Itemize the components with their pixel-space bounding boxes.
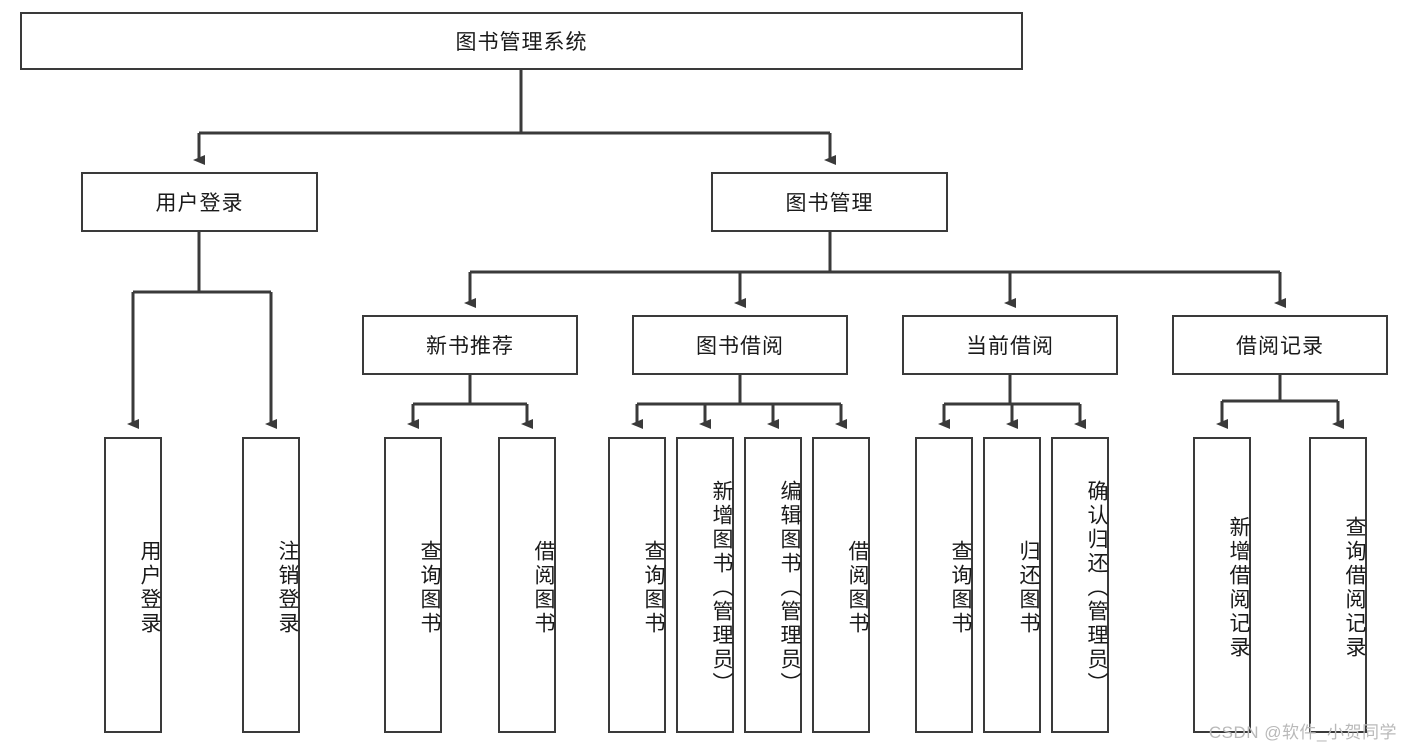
leaf-current-borrow-query-book[interactable]: 查询图书 xyxy=(915,437,973,733)
leaf-borrow-record-query-record[interactable]: 查询借阅记录 xyxy=(1309,437,1367,733)
node-label: 编辑图书（管理员） xyxy=(778,480,801,696)
csdn-watermark: CSDN @软件_小贺同学 xyxy=(1208,723,1397,742)
node-label: 注销登录 xyxy=(276,540,299,636)
leaf-user-login-login[interactable]: 用户登录 xyxy=(104,437,162,733)
node-label: 借阅图书 xyxy=(846,540,869,636)
node-label: 查询图书 xyxy=(418,540,441,636)
node-label: 查询图书 xyxy=(642,540,665,636)
leaf-new-book-query-book[interactable]: 查询图书 xyxy=(384,437,442,733)
node-label: 查询借阅记录 xyxy=(1343,516,1366,660)
leaf-user-login-logout[interactable]: 注销登录 xyxy=(242,437,300,733)
node-label: 新增借阅记录 xyxy=(1227,516,1250,660)
leaf-book-borrow-add-book-admin[interactable]: 新增图书（管理员） xyxy=(676,437,734,733)
node-label: 新增图书（管理员） xyxy=(710,480,733,696)
node-label: 图书管理系统 xyxy=(455,31,588,54)
leaf-borrow-record-add-record[interactable]: 新增借阅记录 xyxy=(1193,437,1251,733)
leaf-current-borrow-return-book[interactable]: 归还图书 xyxy=(983,437,1041,733)
node-borrow-record[interactable]: 借阅记录 xyxy=(1172,315,1388,375)
leaf-book-borrow-edit-book-admin[interactable]: 编辑图书（管理员） xyxy=(744,437,802,733)
node-user-login[interactable]: 用户登录 xyxy=(81,172,318,232)
node-current-borrow[interactable]: 当前借阅 xyxy=(902,315,1118,375)
leaf-current-borrow-confirm-return-admin[interactable]: 确认归还（管理员） xyxy=(1051,437,1109,733)
node-label: 图书管理 xyxy=(785,192,874,215)
node-label: 用户登录 xyxy=(138,540,161,636)
node-label: 图书借阅 xyxy=(696,335,784,358)
node-label: 归还图书 xyxy=(1017,540,1040,636)
node-label: 查询图书 xyxy=(949,540,972,636)
leaf-book-borrow-borrow-book[interactable]: 借阅图书 xyxy=(812,437,870,733)
node-label: 用户登录 xyxy=(155,192,244,215)
node-book-borrow[interactable]: 图书借阅 xyxy=(632,315,848,375)
leaf-book-borrow-query-book[interactable]: 查询图书 xyxy=(608,437,666,733)
node-label: 借阅图书 xyxy=(532,540,555,636)
node-new-book-recommend[interactable]: 新书推荐 xyxy=(362,315,578,375)
node-book-management[interactable]: 图书管理 xyxy=(711,172,948,232)
node-root-book-management-system[interactable]: 图书管理系统 xyxy=(20,12,1023,70)
node-label: 确认归还（管理员） xyxy=(1085,480,1108,696)
node-label: 新书推荐 xyxy=(426,335,514,358)
leaf-new-book-borrow-book[interactable]: 借阅图书 xyxy=(498,437,556,733)
node-label: 借阅记录 xyxy=(1236,335,1324,358)
node-label: 当前借阅 xyxy=(966,335,1054,358)
